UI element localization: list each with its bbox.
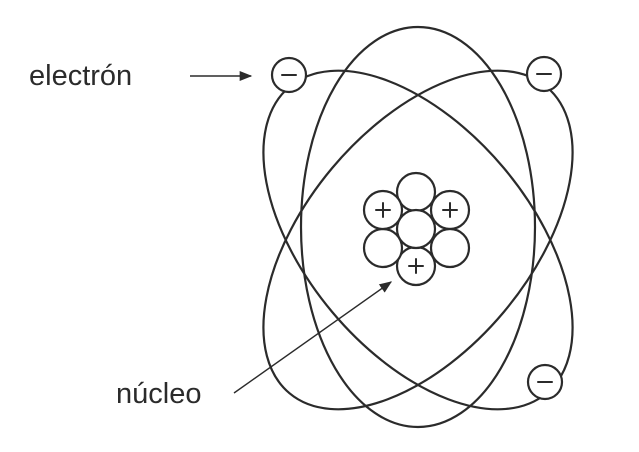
plus-icon — [442, 202, 458, 218]
nucleus — [362, 171, 471, 287]
nucleus-particle — [429, 227, 471, 269]
arrow-icon — [233, 281, 393, 394]
plus-icon — [375, 202, 391, 218]
plus-icon — [408, 258, 424, 274]
nucleus-particle — [362, 227, 404, 269]
nucleus-particle — [395, 171, 437, 213]
nucleus-particle — [395, 208, 437, 250]
electron-callout: electrón — [29, 60, 253, 92]
electron-label: electrón — [29, 60, 132, 92]
nucleus-callout: núcleo — [116, 281, 393, 410]
electron — [525, 55, 563, 93]
nucleus-label: núcleo — [116, 378, 201, 410]
orbit-vertical — [299, 25, 537, 429]
electron — [526, 363, 564, 401]
electrons — [270, 55, 564, 401]
electron — [270, 56, 308, 94]
